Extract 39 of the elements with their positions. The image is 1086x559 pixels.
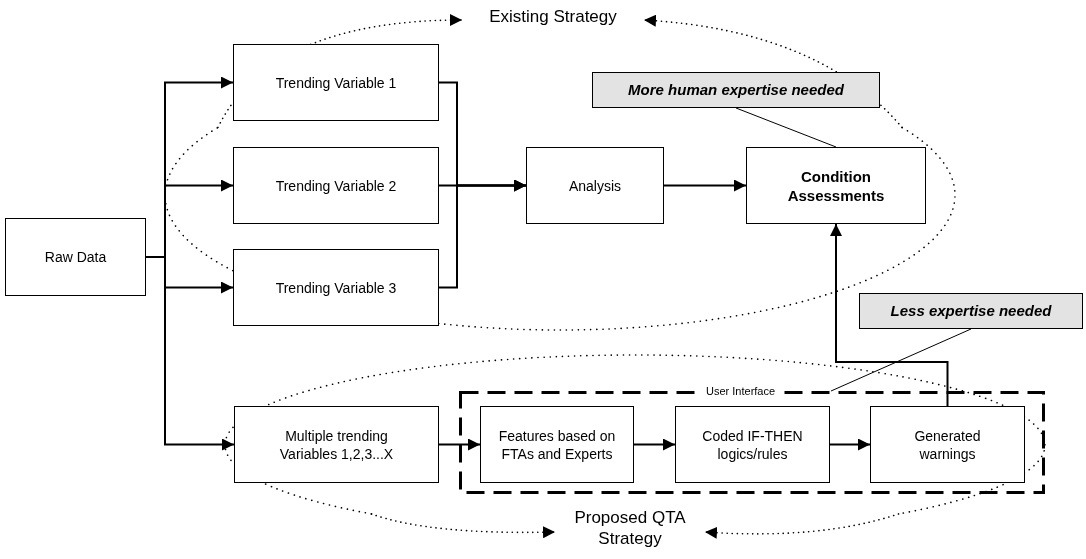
leader-line	[830, 328, 972, 392]
box-text: Condition Assessments	[786, 166, 886, 205]
process-box	[5, 218, 146, 296]
process-box	[233, 44, 439, 121]
box-text: Less expertise needed	[890, 300, 1052, 321]
arrow	[830, 223, 949, 407]
strategy-label: Proposed QTA Strategy	[555, 507, 705, 549]
dotted-arrow	[217, 14, 463, 129]
process-box	[233, 147, 439, 224]
box-text: Trending Variable 3	[275, 278, 397, 297]
leader-line	[735, 107, 837, 148]
box-text: Raw Data	[44, 248, 107, 266]
dotted-arrow	[704, 513, 900, 539]
box-text: More human expertise needed	[628, 79, 844, 100]
process-box	[526, 147, 664, 224]
strategy-label: Existing Strategy	[462, 6, 644, 27]
box-text: Analysis	[568, 176, 622, 195]
dotted-arrow	[643, 14, 903, 129]
arrow	[145, 256, 235, 451]
box-text: Coded IF-THEN logics/rules	[701, 426, 804, 463]
process-box	[480, 406, 634, 483]
result-box	[746, 147, 926, 224]
box-text: Features based on FTAs and Experts	[497, 426, 617, 463]
box-text: Trending Variable 1	[275, 73, 397, 92]
arrow	[663, 179, 747, 192]
box-text: Trending Variable 2	[275, 176, 397, 195]
box-text: Generated warnings	[913, 426, 982, 463]
arrow	[633, 438, 676, 451]
process-box	[234, 406, 439, 483]
arrow	[438, 179, 527, 289]
dotted-arrow	[370, 513, 556, 539]
process-box	[870, 406, 1025, 483]
callout-box	[592, 72, 880, 108]
box-text: Multiple trending Variables 1,2,3...X	[278, 426, 395, 463]
callout-box	[859, 293, 1083, 329]
arrow	[829, 438, 871, 451]
process-box	[675, 406, 830, 483]
arrow	[438, 438, 481, 451]
process-box	[233, 249, 439, 326]
